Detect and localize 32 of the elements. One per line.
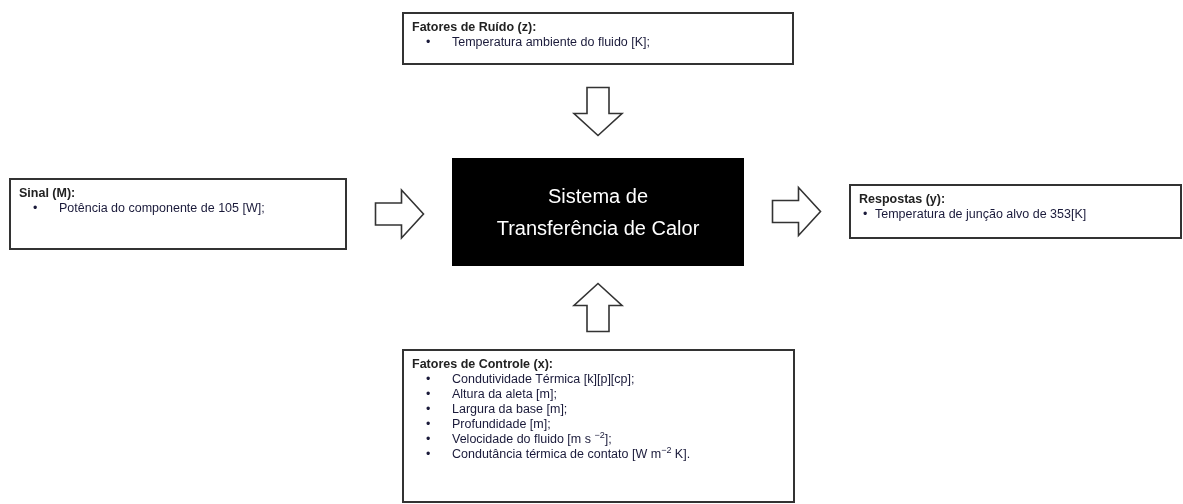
factor-box	[402, 349, 795, 503]
bullet: •	[863, 207, 869, 222]
box-heading: Fatores de Controle (x):	[412, 357, 554, 372]
bullet: •	[33, 201, 39, 216]
list-item: Temperatura de junção alvo de 353[K]	[875, 207, 1087, 222]
bullet: •	[426, 417, 432, 432]
list-item: Potência do componente de 105 [W];	[59, 201, 265, 216]
box-heading: Respostas (y):	[859, 192, 947, 207]
bullet: •	[426, 432, 432, 447]
bullet: •	[426, 447, 432, 462]
bullet: •	[426, 372, 432, 387]
block-arrow	[771, 185, 822, 238]
list-item: Profundidade [m];	[452, 417, 551, 432]
bullet: •	[426, 387, 432, 402]
list-item: Largura da base [m];	[452, 402, 568, 417]
block-arrow	[571, 282, 625, 333]
box-heading: Fatores de Ruído (z):	[412, 20, 538, 35]
block-arrow	[571, 86, 625, 137]
list-item: Condutividade Térmica [k][p][cp];	[452, 372, 635, 387]
bullet: •	[426, 35, 432, 50]
list-item: Condutância térmica de contato [W m$^{−2}$ K].	[452, 447, 691, 462]
factor-box	[402, 12, 794, 65]
block-arrow	[374, 187, 425, 241]
box-heading: Sinal (M):	[19, 186, 77, 201]
system-title: Sistema de Transferência de Calor	[495, 184, 701, 241]
list-item: Velocidade do fluido [m s $^{−2}$];	[452, 432, 612, 447]
factor-box	[9, 178, 347, 250]
factor-box	[849, 184, 1182, 239]
bullet: •	[426, 402, 432, 417]
list-item: Altura da aleta [m];	[452, 387, 557, 402]
list-item: Temperatura ambiente do fluido [K];	[452, 35, 651, 50]
system-box	[452, 158, 744, 266]
